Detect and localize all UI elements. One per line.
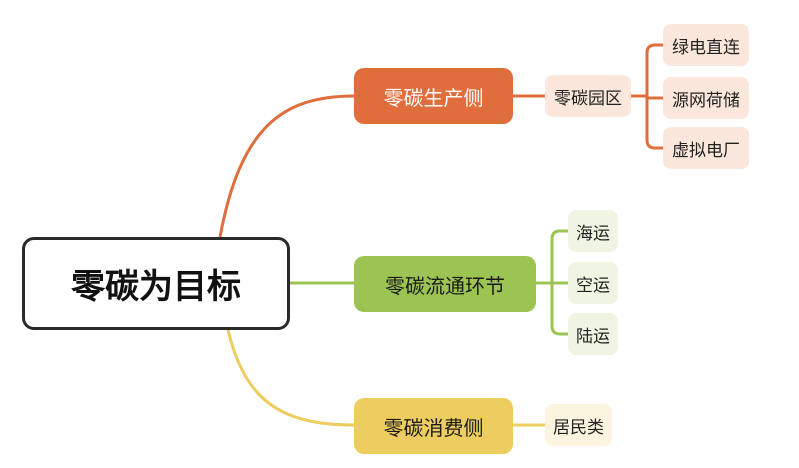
leaf-node[interactable]: 海运 [568, 210, 618, 252]
leaf-node[interactable]: 源网荷储 [663, 77, 749, 119]
root-node[interactable]: 零碳为目标 [22, 237, 290, 330]
leaf-node[interactable]: 居民类 [545, 404, 612, 446]
branch-consumption[interactable]: 零碳消费侧 [354, 398, 513, 454]
connector-circulation-leaves [536, 229, 568, 336]
node-zero-carbon-park[interactable]: 零碳园区 [545, 75, 631, 117]
branch-production[interactable]: 零碳生产侧 [354, 68, 513, 124]
leaf-node[interactable]: 绿电直连 [663, 24, 749, 66]
leaf-node[interactable]: 陆运 [568, 313, 618, 355]
connector-root-consumption [226, 329, 355, 427]
connector-park-leaves [631, 43, 663, 150]
leaf-node[interactable]: 虚拟电厂 [663, 127, 749, 169]
branch-circulation[interactable]: 零碳流通环节 [354, 256, 536, 312]
connector-root-production [218, 94, 355, 238]
leaf-node[interactable]: 空运 [568, 262, 618, 304]
